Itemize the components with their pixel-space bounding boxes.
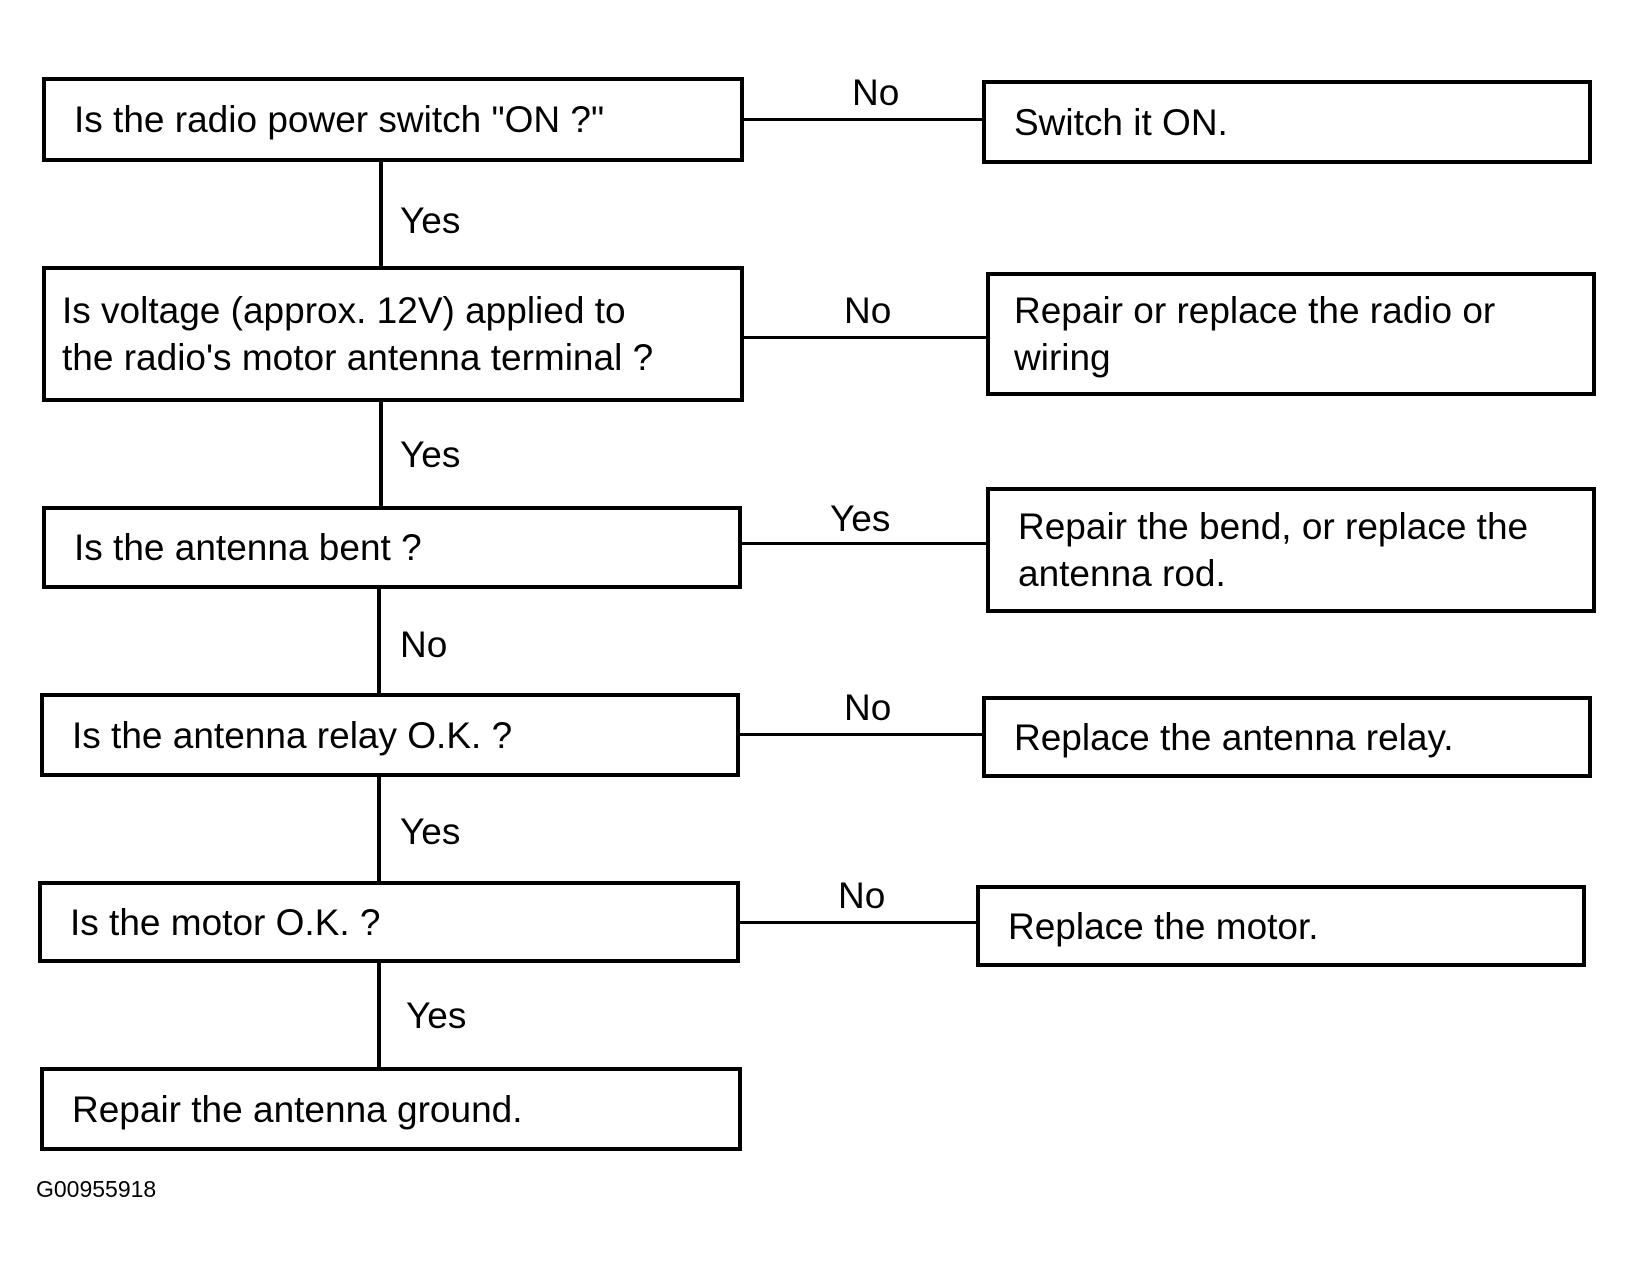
action-box-replace-relay: Replace the antenna relay.	[982, 696, 1592, 778]
question-text-line: Is the radio power switch "ON ?"	[74, 99, 605, 140]
final-text-line: Repair the antenna ground.	[72, 1088, 523, 1130]
question-box-relay: Is the antenna relay O.K. ?	[40, 693, 740, 777]
branch-label-yes: Yes	[406, 995, 467, 1036]
connector-q2-a2	[740, 336, 988, 339]
action-box-switch-on: Switch it ON.	[982, 80, 1592, 164]
action-box-repair-bend: Repair the bend, or replace the antenna …	[986, 487, 1596, 613]
branch-label-no: No	[844, 687, 892, 728]
branch-label-no: No	[838, 875, 886, 916]
action-box-repair-radio: Repair or replace the radio or wiring	[986, 272, 1596, 396]
action-text-line: antenna rod.	[1018, 553, 1226, 594]
connector-q5-a5	[736, 921, 978, 924]
action-text-line: Switch it ON.	[1014, 101, 1228, 143]
action-text-line: Repair the bend, or replace the	[1018, 506, 1529, 547]
figure-code: G00955918	[36, 1176, 157, 1202]
connector-q3-a3	[740, 542, 988, 545]
branch-label-no: No	[852, 72, 900, 113]
action-text-line: wiring	[1014, 337, 1111, 378]
connector-q3-q4	[377, 587, 381, 695]
question-box-voltage: Is voltage (approx. 12V) applied to the …	[42, 266, 744, 402]
branch-label-yes: Yes	[400, 200, 461, 241]
branch-label-yes: Yes	[830, 498, 891, 539]
branch-label-no: No	[400, 624, 448, 665]
connector-q1-q2	[379, 160, 383, 268]
question-text-line: Is the antenna bent ?	[74, 527, 422, 568]
connector-q5-final	[377, 961, 381, 1069]
action-text-line: Repair or replace the radio or	[1014, 290, 1496, 331]
question-box-motor: Is the motor O.K. ?	[38, 881, 740, 963]
branch-label-yes: Yes	[400, 434, 461, 475]
connector-q1-a1	[740, 118, 984, 121]
question-text-line: Is voltage (approx. 12V) applied to	[62, 290, 626, 331]
branch-label-yes: Yes	[400, 811, 461, 852]
question-box-antenna-bent: Is the antenna bent ?	[42, 506, 742, 589]
question-text-line: Is the motor O.K. ?	[70, 901, 381, 943]
question-box-power-switch: Is the radio power switch "ON ?"	[42, 77, 744, 162]
action-text-line: Replace the motor.	[1008, 905, 1319, 947]
final-box-antenna-ground: Repair the antenna ground.	[40, 1067, 742, 1151]
connector-q4-a4	[738, 733, 984, 736]
question-text-line: Is the antenna relay O.K. ?	[72, 714, 513, 756]
connector-q4-q5	[377, 775, 381, 883]
action-text-line: Replace the antenna relay.	[1014, 716, 1454, 758]
question-text-line: the radio's motor antenna terminal ?	[62, 337, 654, 378]
branch-label-no: No	[844, 290, 892, 331]
action-box-replace-motor: Replace the motor.	[976, 885, 1586, 967]
connector-q2-q3	[379, 400, 383, 508]
